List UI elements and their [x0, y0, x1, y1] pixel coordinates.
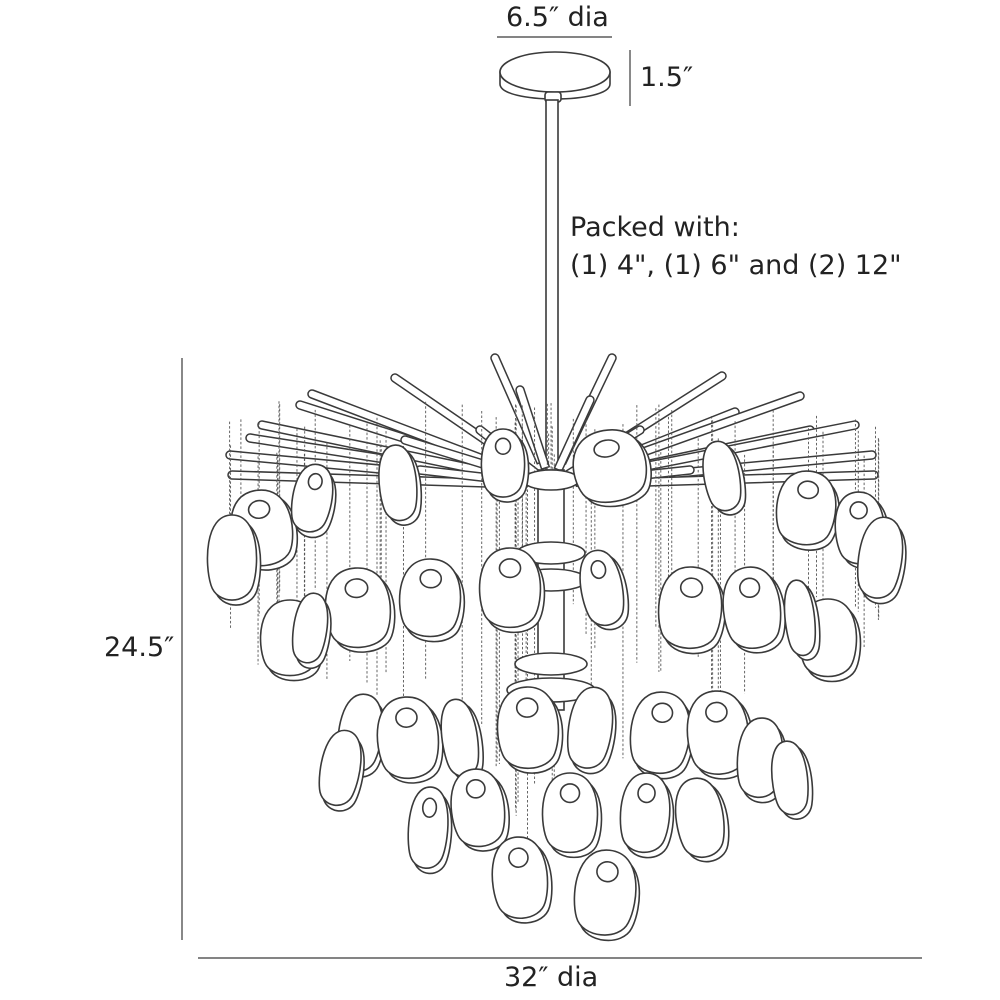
disc-face: [657, 566, 723, 650]
disc-hole: [637, 783, 656, 804]
glass-disc: [450, 768, 510, 852]
disc-hole: [559, 783, 581, 804]
disc-face: [480, 428, 526, 498]
disc-face: [674, 777, 725, 859]
disc-face: [702, 440, 742, 512]
disc-hole: [465, 778, 486, 799]
radial-arm: [553, 395, 595, 473]
disc-face: [686, 690, 750, 775]
column-ring: [514, 652, 588, 676]
glass-disc: [206, 514, 262, 606]
glass-disc: [619, 772, 675, 859]
canopy: [499, 51, 611, 103]
disc-hole: [705, 701, 728, 723]
disc-face: [856, 516, 904, 599]
disc-face: [496, 686, 560, 770]
disc-hole: [395, 707, 418, 728]
dimension-lines: [181, 36, 922, 959]
glass-disc: [478, 547, 546, 634]
glass-disc: [579, 549, 630, 631]
glass-disc: [290, 463, 337, 539]
glass-disc: [572, 428, 652, 508]
disc-face: [324, 567, 392, 649]
disc-face: [491, 836, 549, 920]
disc-face: [770, 740, 809, 816]
disc-face: [478, 547, 542, 629]
canopy-height-label: 1.5″: [640, 62, 694, 93]
glass-disc: [318, 729, 365, 812]
glass-disc: [856, 516, 907, 605]
disc-face: [572, 428, 648, 503]
glass-disc: [324, 567, 396, 653]
disc-hole: [421, 797, 438, 818]
packed-with-rods: (1) 4", (1) 6" and (2) 12": [570, 250, 902, 281]
disc-hole: [508, 847, 529, 868]
overall-height-label: 24.5″: [104, 632, 175, 663]
disc-face: [378, 444, 418, 522]
disc-face: [566, 686, 614, 769]
glass-disc: [702, 440, 747, 516]
glass-discs: [206, 428, 907, 942]
glass-disc: [378, 444, 423, 526]
disc-face: [206, 514, 258, 601]
disc-face: [398, 558, 462, 638]
radial-arm: [227, 470, 495, 488]
disc-face: [450, 768, 506, 848]
disc-hole: [419, 568, 443, 589]
glass-disc: [398, 558, 466, 643]
glass-disc: [573, 849, 641, 942]
canopy-top: [499, 51, 611, 93]
column-ring: [522, 469, 580, 491]
disc-hole: [344, 578, 369, 599]
disc-hole: [307, 472, 323, 491]
disc-face: [541, 772, 599, 854]
glass-disc: [770, 740, 814, 820]
disc-hole: [593, 439, 620, 458]
disc-face: [579, 549, 625, 627]
disc-hole: [679, 577, 704, 598]
disc-face: [440, 698, 480, 777]
glass-disc: [376, 696, 444, 784]
radial-arm: [515, 385, 551, 471]
disc-hole: [651, 702, 674, 724]
disc-hole: [494, 437, 512, 456]
disc-hole: [797, 480, 820, 500]
disc-face: [407, 786, 449, 869]
glass-disc: [775, 470, 841, 551]
disc-face: [722, 566, 782, 650]
disc-face: [318, 729, 362, 806]
glass-disc: [566, 686, 617, 775]
glass-disc: [783, 579, 821, 661]
glass-disc: [657, 566, 727, 655]
radial-arm: [257, 420, 501, 480]
disc-hole: [590, 559, 607, 580]
glass-disc: [407, 786, 453, 875]
disc-face: [619, 772, 671, 854]
glass-disc: [491, 836, 553, 924]
disc-face: [783, 579, 817, 657]
glass-disc: [480, 428, 530, 503]
glass-disc: [686, 690, 754, 780]
glass-disc: [722, 566, 786, 654]
disc-hole: [515, 697, 539, 718]
disc-hole: [498, 558, 522, 579]
disc-hole: [739, 577, 761, 599]
glass-disc: [674, 777, 730, 863]
packed-with-heading: Packed with:: [570, 212, 740, 243]
glass-disc: [291, 592, 332, 669]
disc-face: [775, 470, 837, 546]
overall-diameter-label: 32″ dia: [504, 962, 599, 993]
disc-hole: [596, 861, 619, 883]
canopy-diameter-label: 6.5″ dia: [506, 2, 609, 33]
disc-face: [376, 696, 440, 780]
glass-disc: [496, 686, 564, 774]
glass-disc: [541, 772, 603, 859]
glass-disc: [629, 691, 695, 780]
disc-hole: [247, 499, 271, 520]
disc-face: [291, 592, 329, 664]
disc-hole: [849, 501, 868, 520]
disc-face: [573, 849, 637, 936]
